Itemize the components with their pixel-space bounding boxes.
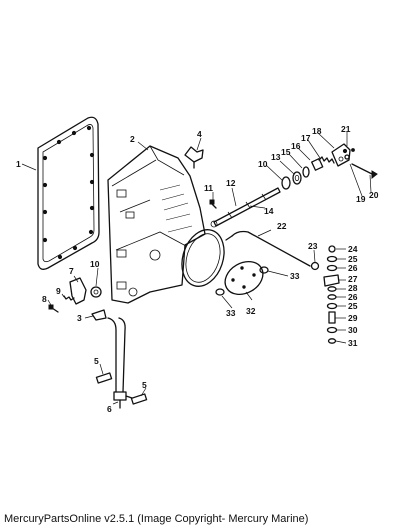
callout-33b[interactable]: 33 [290, 271, 300, 281]
callout-18[interactable]: 18 [312, 126, 322, 136]
callout-26b[interactable]: 26 [348, 292, 358, 302]
callout-26a[interactable]: 26 [348, 263, 358, 273]
callout-5b[interactable]: 5 [142, 380, 147, 390]
callout-16[interactable]: 16 [291, 141, 301, 151]
callout-8[interactable]: 8 [42, 294, 47, 304]
callout-4[interactable]: 4 [197, 129, 202, 139]
callout-22[interactable]: 22 [277, 221, 287, 231]
linkage-rod-part [225, 230, 311, 267]
callout-27[interactable]: 27 [348, 274, 358, 284]
callout-10a[interactable]: 10 [90, 259, 100, 269]
callout-9[interactable]: 9 [56, 286, 61, 296]
callout-1[interactable]: 1 [16, 159, 21, 169]
callout-23[interactable]: 23 [308, 241, 318, 251]
exploded-parts-diagram: 1 2 3 4 5 5 6 7 8 9 10 10 11 12 13 14 15… [16, 116, 379, 414]
callout-15[interactable]: 15 [281, 147, 291, 157]
washer-part-b [215, 288, 225, 296]
callout-6[interactable]: 6 [107, 404, 112, 414]
callout-24[interactable]: 24 [348, 244, 358, 254]
housing-opening-ring [181, 229, 225, 287]
callout-31[interactable]: 31 [348, 338, 358, 348]
spring-and-bracket [318, 143, 351, 167]
callout-13[interactable]: 13 [271, 152, 281, 162]
callout-29[interactable]: 29 [348, 313, 358, 323]
callout-25a[interactable]: 25 [348, 254, 358, 264]
callout-25b[interactable]: 25 [348, 301, 358, 311]
callout-30[interactable]: 30 [348, 325, 358, 335]
washer-part-a [259, 266, 269, 274]
cover-plate-part [224, 260, 264, 296]
callout-2[interactable]: 2 [130, 134, 135, 144]
callout-10b[interactable]: 10 [258, 159, 268, 169]
callout-3[interactable]: 3 [77, 313, 82, 323]
shaft-washer-stack [281, 158, 324, 190]
callout-14[interactable]: 14 [264, 206, 274, 216]
callout-33a[interactable]: 33 [226, 308, 236, 318]
housing-part [107, 145, 206, 304]
bracket-fasteners [344, 148, 378, 180]
small-screw-part [209, 199, 217, 209]
callout-11[interactable]: 11 [204, 183, 213, 193]
callout-21[interactable]: 21 [341, 124, 351, 134]
fastener-stack [323, 245, 340, 344]
clip-part [91, 309, 107, 321]
wing-nut-part [184, 146, 204, 169]
callout-32[interactable]: 32 [246, 306, 256, 316]
leader-lines [21, 132, 372, 405]
callout-20[interactable]: 20 [369, 190, 379, 200]
callout-28[interactable]: 28 [348, 283, 358, 293]
shaft-part [210, 187, 281, 228]
callout-19[interactable]: 19 [356, 194, 366, 204]
left-linkage-parts [48, 277, 102, 313]
callout-labels: 1 2 3 4 5 5 6 7 8 9 10 10 11 12 13 14 15… [16, 124, 379, 414]
nut-part [310, 261, 320, 271]
callout-7[interactable]: 7 [69, 266, 74, 276]
callout-5a[interactable]: 5 [94, 356, 99, 366]
cable-and-fittings [95, 317, 148, 409]
callout-17[interactable]: 17 [301, 133, 311, 143]
gasket-part [37, 116, 100, 270]
copyright-footer: MercuryPartsOnline v2.5.1 (Image Copyrig… [4, 513, 309, 525]
callout-12[interactable]: 12 [226, 178, 236, 188]
